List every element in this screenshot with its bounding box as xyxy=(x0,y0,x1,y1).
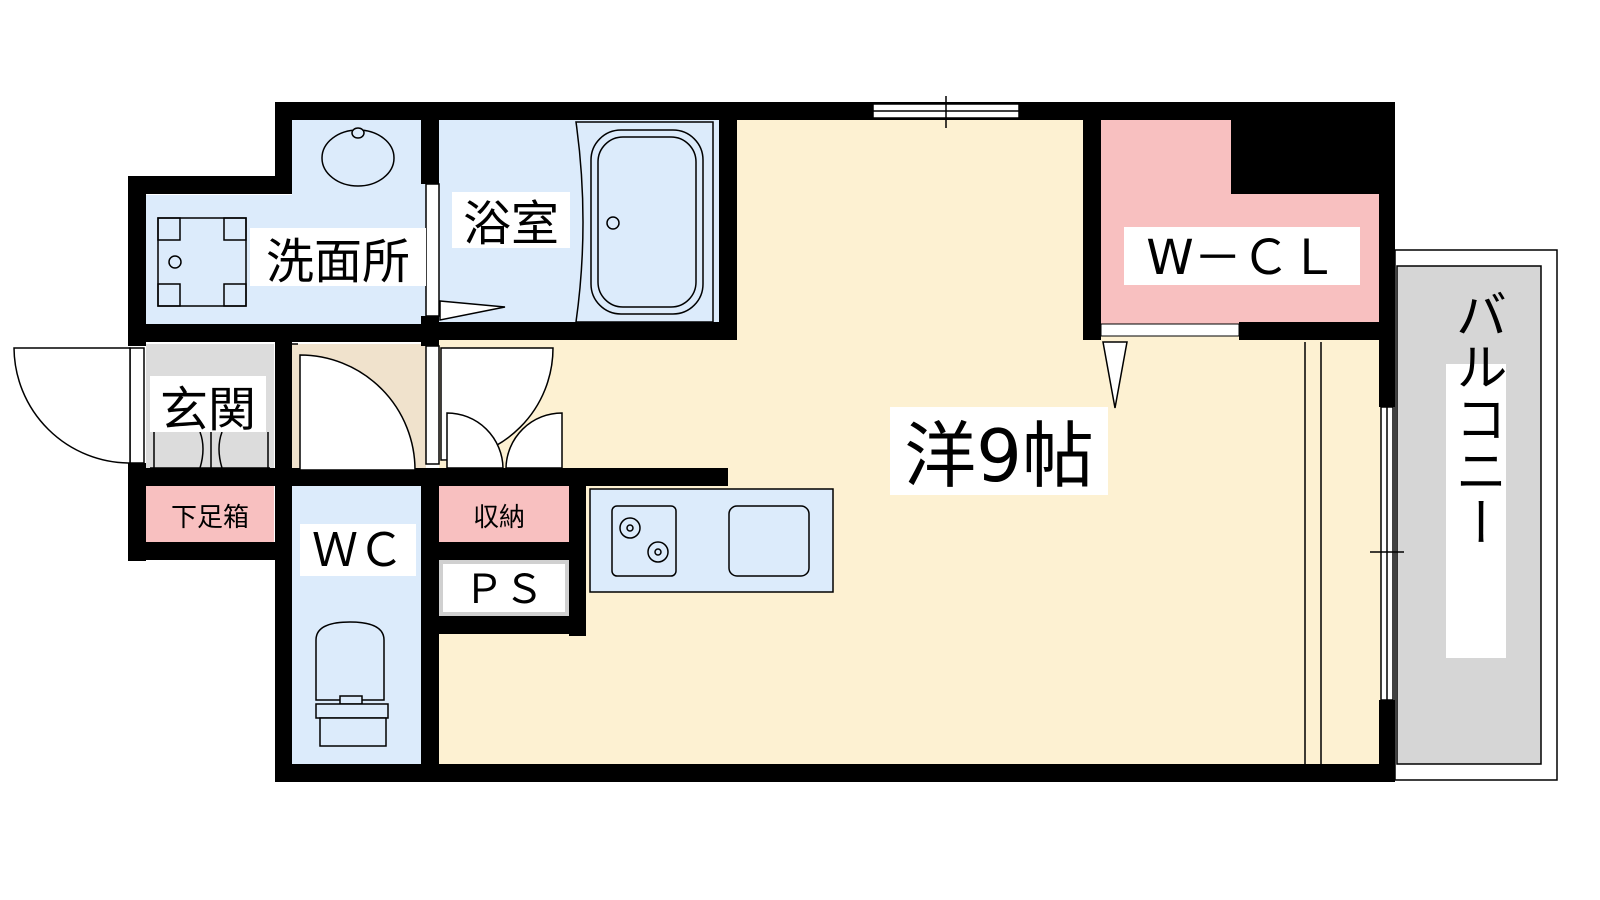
bathroom-label: 浴室 xyxy=(463,196,559,252)
label-balcony: バルコニー xyxy=(1446,288,1506,658)
storage-doors xyxy=(446,412,563,469)
washroom-label: 洗面所 xyxy=(266,234,410,290)
ps-label: ＰＳ xyxy=(464,567,544,613)
bathtub xyxy=(575,121,714,323)
shoe-box-label: 下足箱 xyxy=(171,503,249,533)
entrance-door xyxy=(13,347,145,464)
storage-label: 収納 xyxy=(473,503,525,533)
wc-label: ＷＣ xyxy=(312,523,404,577)
shoe-box-fill xyxy=(146,486,274,542)
shoe-box-doors xyxy=(150,430,270,469)
storage-fill xyxy=(439,486,569,542)
label-wcl: W－ＣＬ xyxy=(1124,227,1360,286)
washing-machine-pan xyxy=(157,217,247,307)
western-room-label: 洋9帖 xyxy=(904,414,1094,498)
label-washroom: 洗面所 xyxy=(250,228,426,290)
kitchen-counter xyxy=(589,488,834,593)
label-western-room: 洋9帖 xyxy=(890,407,1108,498)
balcony-label: バルコニー xyxy=(1446,288,1506,548)
label-entrance: 玄関 xyxy=(150,376,266,438)
wcl-label: W－ＣＬ xyxy=(1146,230,1337,286)
label-wc: ＷＣ xyxy=(300,523,416,577)
label-ps: ＰＳ xyxy=(443,564,565,613)
wc-door xyxy=(292,343,416,471)
entrance-label: 玄関 xyxy=(160,382,256,438)
label-bathroom: 浴室 xyxy=(452,192,570,252)
toilet xyxy=(315,621,389,747)
